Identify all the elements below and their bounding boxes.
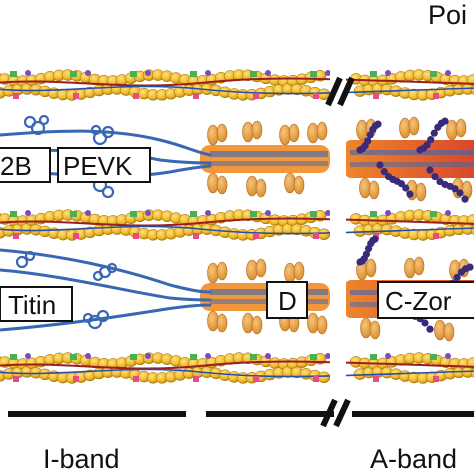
corner-title-fragment: Poi: [428, 0, 467, 30]
titin-coils: [15, 114, 118, 330]
thick-filament-i-bottom: [200, 283, 330, 311]
thin-filament-3: [0, 352, 474, 384]
thin-filaments: [0, 69, 474, 384]
thick-filament-i-top: [200, 145, 330, 173]
i-band-label: I-band: [43, 444, 120, 474]
break-mark-bottom: [320, 398, 351, 428]
a-band-label: A-band: [370, 444, 457, 474]
break-mark-top: [325, 76, 355, 107]
label-box-c-zone: C-Zor: [377, 281, 474, 319]
label-box-n2b: 2B: [0, 147, 51, 183]
label-box-d: D: [266, 281, 308, 319]
c-zone-label: C-Zor: [385, 286, 452, 316]
n2b-label: 2B: [0, 151, 32, 181]
d-domain-label: D: [278, 286, 297, 316]
break-strip: [330, 60, 346, 440]
thick-filament-a-top: [345, 140, 474, 178]
label-box-titin: Titin: [0, 286, 73, 322]
label-box-pevk: PEVK: [57, 147, 151, 183]
pevk-label: PEVK: [63, 151, 133, 181]
thin-filament-2: [0, 209, 474, 241]
myosin-heads: [207, 116, 473, 342]
titin-label: Titin: [8, 290, 56, 320]
thin-filament-1: [0, 69, 474, 101]
